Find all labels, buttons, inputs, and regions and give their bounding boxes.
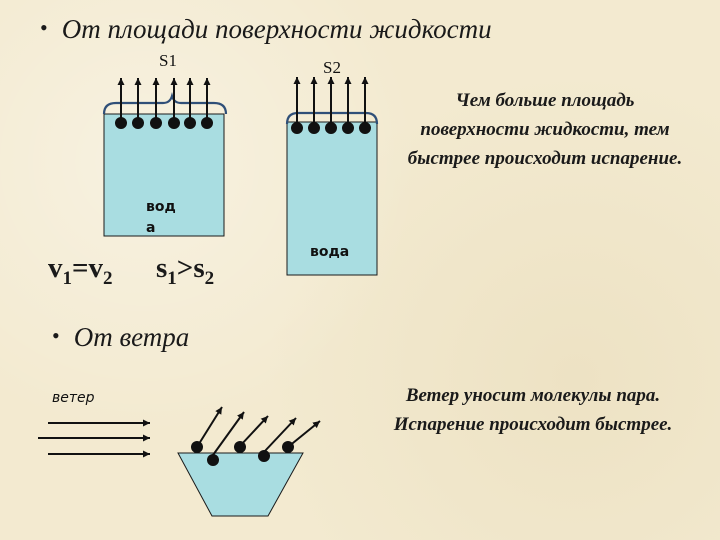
molecule	[359, 122, 371, 134]
molecule	[168, 117, 180, 129]
vessel-trapezoid	[177, 452, 304, 517]
wind-label: ветер	[52, 390, 95, 406]
sub-1: 1	[167, 268, 177, 289]
surface-arrows-s2	[293, 77, 369, 126]
water-label-wide: вод	[146, 199, 176, 215]
heading-wind: • От ветра	[52, 322, 189, 353]
var-s2: s	[193, 252, 205, 284]
bullet: •	[40, 15, 48, 40]
vessel-wide: S1 вод а	[102, 51, 228, 237]
greater-sign: >	[176, 252, 194, 284]
sub-2: 2	[204, 268, 215, 289]
molecule	[342, 122, 354, 134]
molecule	[150, 117, 162, 129]
molecule	[234, 441, 246, 453]
water-label-narrow: вода	[310, 244, 349, 260]
surface-label-s1: S1	[159, 51, 177, 70]
formula-area-compare: s1>s2	[156, 252, 214, 290]
water-body-narrow	[286, 121, 378, 276]
evaporation-arrow	[263, 417, 297, 453]
molecule	[258, 450, 270, 462]
equals-sign: =	[72, 252, 89, 284]
evaporation-arrow	[239, 415, 269, 447]
molecule	[308, 122, 320, 134]
molecule	[282, 441, 294, 453]
molecules-s1	[115, 117, 213, 129]
molecules-s2	[291, 122, 371, 134]
molecule	[201, 117, 213, 129]
water-body-wide	[103, 113, 225, 237]
evaporation-arrow	[287, 420, 321, 448]
evaporation-arrow	[196, 406, 223, 448]
molecule	[115, 117, 127, 129]
molecule	[207, 454, 219, 466]
var-s1: s	[156, 252, 168, 284]
heading-surface-area: • От площади поверхности жидкости	[40, 14, 492, 45]
wind-arrows	[38, 419, 150, 458]
surface-brace-s1	[102, 92, 228, 115]
surface-arrows-s1	[117, 78, 211, 122]
note-wind: Ветер уносит молекулы пара. Испарение пр…	[393, 385, 673, 435]
note-surface-area: Чем больше площадь поверхности жидкости,…	[407, 90, 683, 169]
var-v2: v	[88, 252, 104, 284]
heading-wind-text: От ветра	[73, 322, 190, 352]
molecule	[325, 122, 337, 134]
bullet: •	[52, 323, 60, 348]
surface-label-s2: S2	[323, 58, 341, 77]
molecule	[291, 122, 303, 134]
sub-1: 1	[62, 268, 73, 289]
vessel-narrow: S2 вода	[285, 58, 379, 276]
heading-surface-area-text: От площади поверхности жидкости	[61, 14, 492, 44]
wind-molecule-arrows	[196, 406, 321, 456]
water-label-wide-cont: а	[146, 220, 155, 236]
wind-molecules	[191, 441, 294, 466]
sub-2: 2	[103, 268, 113, 289]
molecule	[191, 441, 203, 453]
molecule	[132, 117, 144, 129]
var-v1: v	[48, 252, 63, 284]
wind-section: ветер	[38, 390, 321, 517]
formula-equal-volumes: v1=v2	[48, 252, 113, 290]
molecule	[184, 117, 196, 129]
evaporation-arrow	[212, 411, 245, 456]
